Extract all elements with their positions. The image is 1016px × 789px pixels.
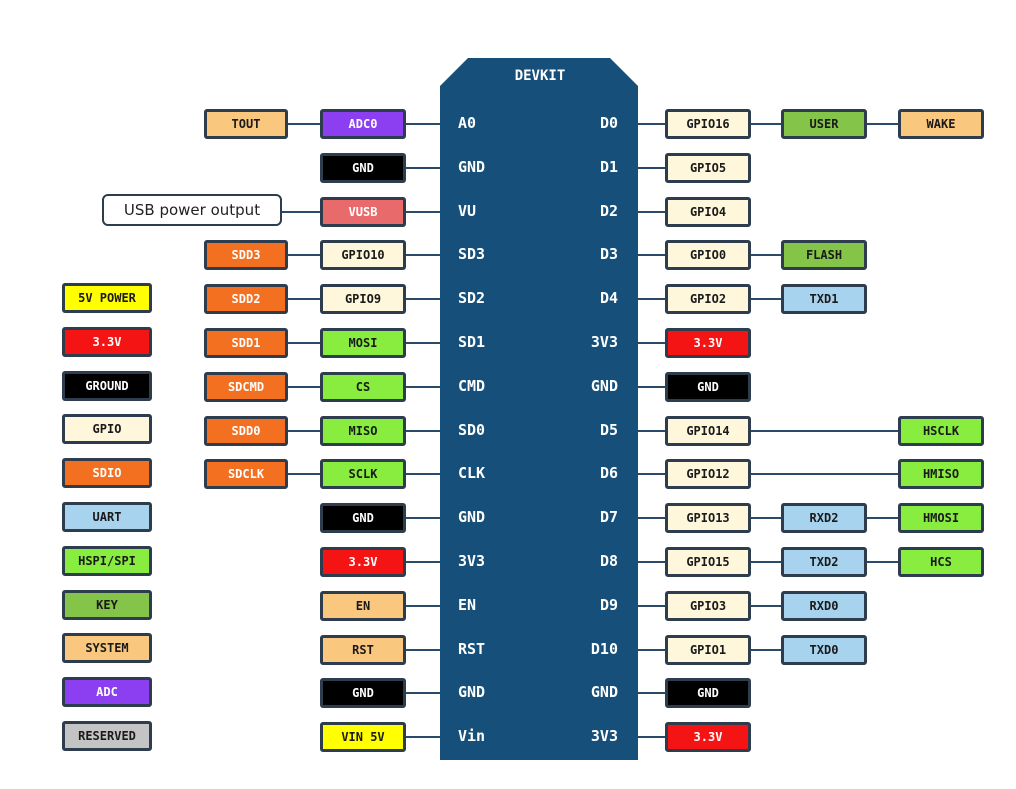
- board-pin-d8: D8: [599, 552, 618, 570]
- pin-box-system: SYSTEM: [62, 633, 152, 663]
- board-pin-sd0: SD0: [458, 421, 486, 439]
- pin-box-gpio13: GPIO13: [665, 503, 751, 533]
- pin-box-tout: TOUT: [204, 109, 288, 139]
- board-pin-gnd: GND: [590, 683, 618, 701]
- pin-box-uart: UART: [62, 502, 152, 532]
- pin-box-gnd: GND: [320, 153, 406, 183]
- pin-box-gpio2: GPIO2: [665, 284, 751, 314]
- board-pin-sd1: SD1: [458, 333, 486, 351]
- board-pin-d7: D7: [599, 508, 618, 526]
- board-pin-gnd: GND: [458, 683, 486, 701]
- pin-box-miso: MISO: [320, 416, 406, 446]
- board-pin-3v3: 3V3: [590, 727, 618, 745]
- board-pin-clk: CLK: [458, 464, 486, 482]
- pin-box-hmiso: HMISO: [898, 459, 984, 489]
- pin-box-adc: ADC: [62, 677, 152, 707]
- board-outline: [440, 58, 638, 760]
- board-pin-d6: D6: [599, 464, 618, 482]
- pin-box-3-3v: 3.3V: [665, 722, 751, 752]
- pin-box-sclk: SCLK: [320, 459, 406, 489]
- pin-box-sdio: SDIO: [62, 458, 152, 488]
- pin-box-flash: FLASH: [781, 240, 867, 270]
- pin-box-gpio: GPIO: [62, 414, 152, 444]
- pin-box-gpio12: GPIO12: [665, 459, 751, 489]
- pin-box-txd1: TXD1: [781, 284, 867, 314]
- pin-box-txd0: TXD0: [781, 635, 867, 665]
- board-pin-en: EN: [458, 596, 477, 614]
- pin-box-gpio10: GPIO10: [320, 240, 406, 270]
- pin-box-adc0: ADC0: [320, 109, 406, 139]
- board-pin-3v3: 3V3: [590, 333, 618, 351]
- board-pin-d10: D10: [590, 640, 618, 658]
- board-pin-rst: RST: [458, 640, 486, 658]
- pin-box-3-3v: 3.3V: [320, 547, 406, 577]
- board-pin-d5: D5: [599, 421, 618, 439]
- board-pin-d0: D0: [599, 114, 618, 132]
- pin-box-rxd2: RXD2: [781, 503, 867, 533]
- pin-box-hspi-spi: HSPI/SPI: [62, 546, 152, 576]
- pin-box-gpio1: GPIO1: [665, 635, 751, 665]
- pin-box-5v-power: 5V POWER: [62, 283, 152, 313]
- pin-box-hmosi: HMOSI: [898, 503, 984, 533]
- board-pin-3v3: 3V3: [458, 552, 486, 570]
- pin-box-sdd1: SDD1: [204, 328, 288, 358]
- board-pin-sd3: SD3: [458, 245, 486, 263]
- board-pin-sd2: SD2: [458, 289, 486, 307]
- pin-box-user: USER: [781, 109, 867, 139]
- pin-box-sdd0: SDD0: [204, 416, 288, 446]
- pin-box-reserved: RESERVED: [62, 721, 152, 751]
- usb-power-callout: USB power output: [102, 194, 282, 226]
- pin-box-rst: RST: [320, 635, 406, 665]
- board-pin-d1: D1: [599, 158, 618, 176]
- board-pin-gnd: GND: [590, 377, 618, 395]
- board-pin-d3: D3: [599, 245, 618, 263]
- board-pin-vin: Vin: [458, 727, 486, 745]
- pin-box-rxd0: RXD0: [781, 591, 867, 621]
- board-title: DEVKIT: [514, 68, 566, 84]
- pin-box-vusb: VUSB: [320, 197, 406, 227]
- board-pin-d9: D9: [599, 596, 618, 614]
- pin-box-gpio14: GPIO14: [665, 416, 751, 446]
- pin-box-sdd2: SDD2: [204, 284, 288, 314]
- pin-box-sdcmd: SDCMD: [204, 372, 288, 402]
- pin-box-sdd3: SDD3: [204, 240, 288, 270]
- pin-box-key: KEY: [62, 590, 152, 620]
- pin-box-3-3v: 3.3V: [665, 328, 751, 358]
- board-pin-vu: VU: [458, 202, 477, 220]
- pin-box-gnd: GND: [665, 678, 751, 708]
- pin-box-hcs: HCS: [898, 547, 984, 577]
- pin-box-gnd: GND: [665, 372, 751, 402]
- board-pin-d4: D4: [599, 289, 618, 307]
- pin-box-vin-5v: VIN 5V: [320, 722, 406, 752]
- pin-box-gnd: GND: [320, 678, 406, 708]
- pin-box-cs: CS: [320, 372, 406, 402]
- pin-box-ground: GROUND: [62, 371, 152, 401]
- pin-box-gpio0: GPIO0: [665, 240, 751, 270]
- pin-box-3-3v: 3.3V: [62, 327, 152, 357]
- pin-box-txd2: TXD2: [781, 547, 867, 577]
- board-pin-gnd: GND: [458, 508, 486, 526]
- board-pin-gnd: GND: [458, 158, 486, 176]
- pin-box-en: EN: [320, 591, 406, 621]
- board-pin-d2: D2: [599, 202, 618, 220]
- pin-box-gpio16: GPIO16: [665, 109, 751, 139]
- pin-box-gpio3: GPIO3: [665, 591, 751, 621]
- pin-box-wake: WAKE: [898, 109, 984, 139]
- pin-box-gpio15: GPIO15: [665, 547, 751, 577]
- pin-box-sdclk: SDCLK: [204, 459, 288, 489]
- board-pin-cmd: CMD: [458, 377, 486, 395]
- pin-box-hsclk: HSCLK: [898, 416, 984, 446]
- board-pin-a0: A0: [458, 114, 477, 132]
- pin-box-gpio4: GPIO4: [665, 197, 751, 227]
- pin-box-mosi: MOSI: [320, 328, 406, 358]
- pin-box-gpio5: GPIO5: [665, 153, 751, 183]
- pin-box-gnd: GND: [320, 503, 406, 533]
- pin-box-gpio9: GPIO9: [320, 284, 406, 314]
